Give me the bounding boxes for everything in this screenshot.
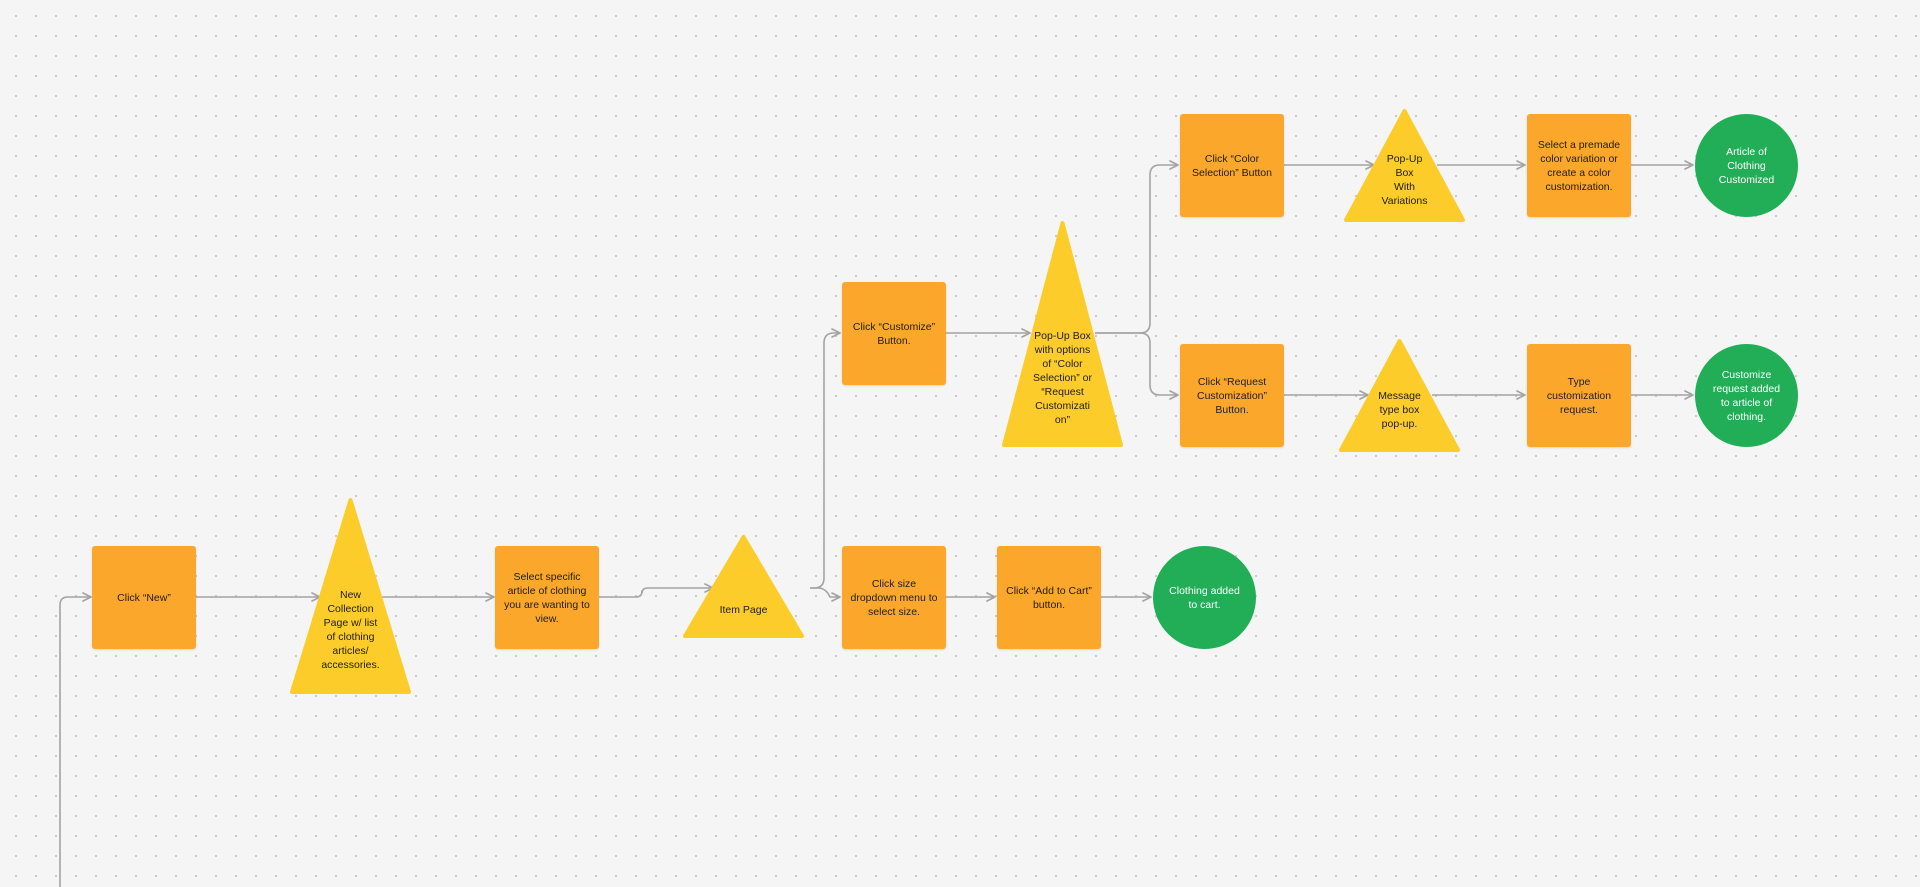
step-type-request-label: Type customization request. xyxy=(1546,375,1612,416)
step-popup-variations-label: Pop-Up Box With Variations xyxy=(1381,153,1428,208)
step-click-new-label: Click “New” xyxy=(117,591,171,604)
step-click-customize-label: Click “Customize” Button. xyxy=(852,320,936,347)
step-click-request-customization-label: Click “Request Customization” Button. xyxy=(1196,375,1268,416)
end-article-customized-label: Article of Clothing Customized xyxy=(1718,145,1775,186)
step-popup-variations[interactable]: Pop-Up Box With Variations xyxy=(1343,108,1466,223)
step-message-popup-label: Message type box pop-up. xyxy=(1378,390,1421,431)
triangle-shape xyxy=(1344,109,1465,222)
step-click-size[interactable]: Click size dropdown menu to select size. xyxy=(842,546,946,649)
end-request-added[interactable]: Customize request added to article of cl… xyxy=(1695,344,1798,447)
step-item-page-label: Item Page xyxy=(719,603,768,616)
connector-entry xyxy=(59,592,92,887)
end-request-added-label: Customize request added to article of cl… xyxy=(1712,368,1781,423)
triangle-shape xyxy=(290,498,411,694)
triangle-shape xyxy=(1002,221,1123,447)
connector-popup-to-color xyxy=(1095,160,1179,334)
triangle-shape xyxy=(1339,339,1460,452)
step-select-article[interactable]: Select specific article of clothing you … xyxy=(495,546,599,649)
triangle-shape xyxy=(683,535,804,638)
step-popup-options[interactable]: Pop-Up Box with options of “Color Select… xyxy=(1001,220,1124,448)
connector-select-to-item xyxy=(599,583,714,598)
step-click-new[interactable]: Click “New” xyxy=(92,546,196,649)
end-clothing-added[interactable]: Clothing added to cart. xyxy=(1153,546,1256,649)
step-new-collection-page-label: New Collection Page w/ list of clothing … xyxy=(321,588,380,671)
step-click-color-selection-label: Click “Color Selection” Button xyxy=(1192,152,1272,179)
step-select-premade[interactable]: Select a premade color variation or crea… xyxy=(1527,114,1631,217)
step-click-add-to-cart-label: Click “Add to Cart” button. xyxy=(1006,584,1092,611)
step-click-size-label: Click size dropdown menu to select size. xyxy=(850,577,938,618)
step-click-request-customization[interactable]: Click “Request Customization” Button. xyxy=(1180,344,1284,447)
step-click-customize[interactable]: Click “Customize” Button. xyxy=(842,282,946,385)
end-article-customized[interactable]: Article of Clothing Customized xyxy=(1695,114,1798,217)
connector-item-to-customize xyxy=(810,328,841,589)
step-select-premade-label: Select a premade color variation or crea… xyxy=(1537,138,1621,193)
step-click-color-selection[interactable]: Click “Color Selection” Button xyxy=(1180,114,1284,217)
step-click-add-to-cart[interactable]: Click “Add to Cart” button. xyxy=(997,546,1101,649)
connector-item-to-size xyxy=(810,587,841,602)
step-item-page[interactable]: Item Page xyxy=(682,534,805,639)
connector-popup-to-request xyxy=(1095,332,1179,400)
step-select-article-label: Select specific article of clothing you … xyxy=(504,570,590,625)
step-message-popup[interactable]: Message type box pop-up. xyxy=(1338,338,1461,453)
step-popup-options-label: Pop-Up Box with options of “Color Select… xyxy=(1033,329,1092,426)
step-new-collection-page[interactable]: New Collection Page w/ list of clothing … xyxy=(289,497,412,695)
step-type-request[interactable]: Type customization request. xyxy=(1527,344,1631,447)
end-clothing-added-label: Clothing added to cart. xyxy=(1169,584,1240,611)
